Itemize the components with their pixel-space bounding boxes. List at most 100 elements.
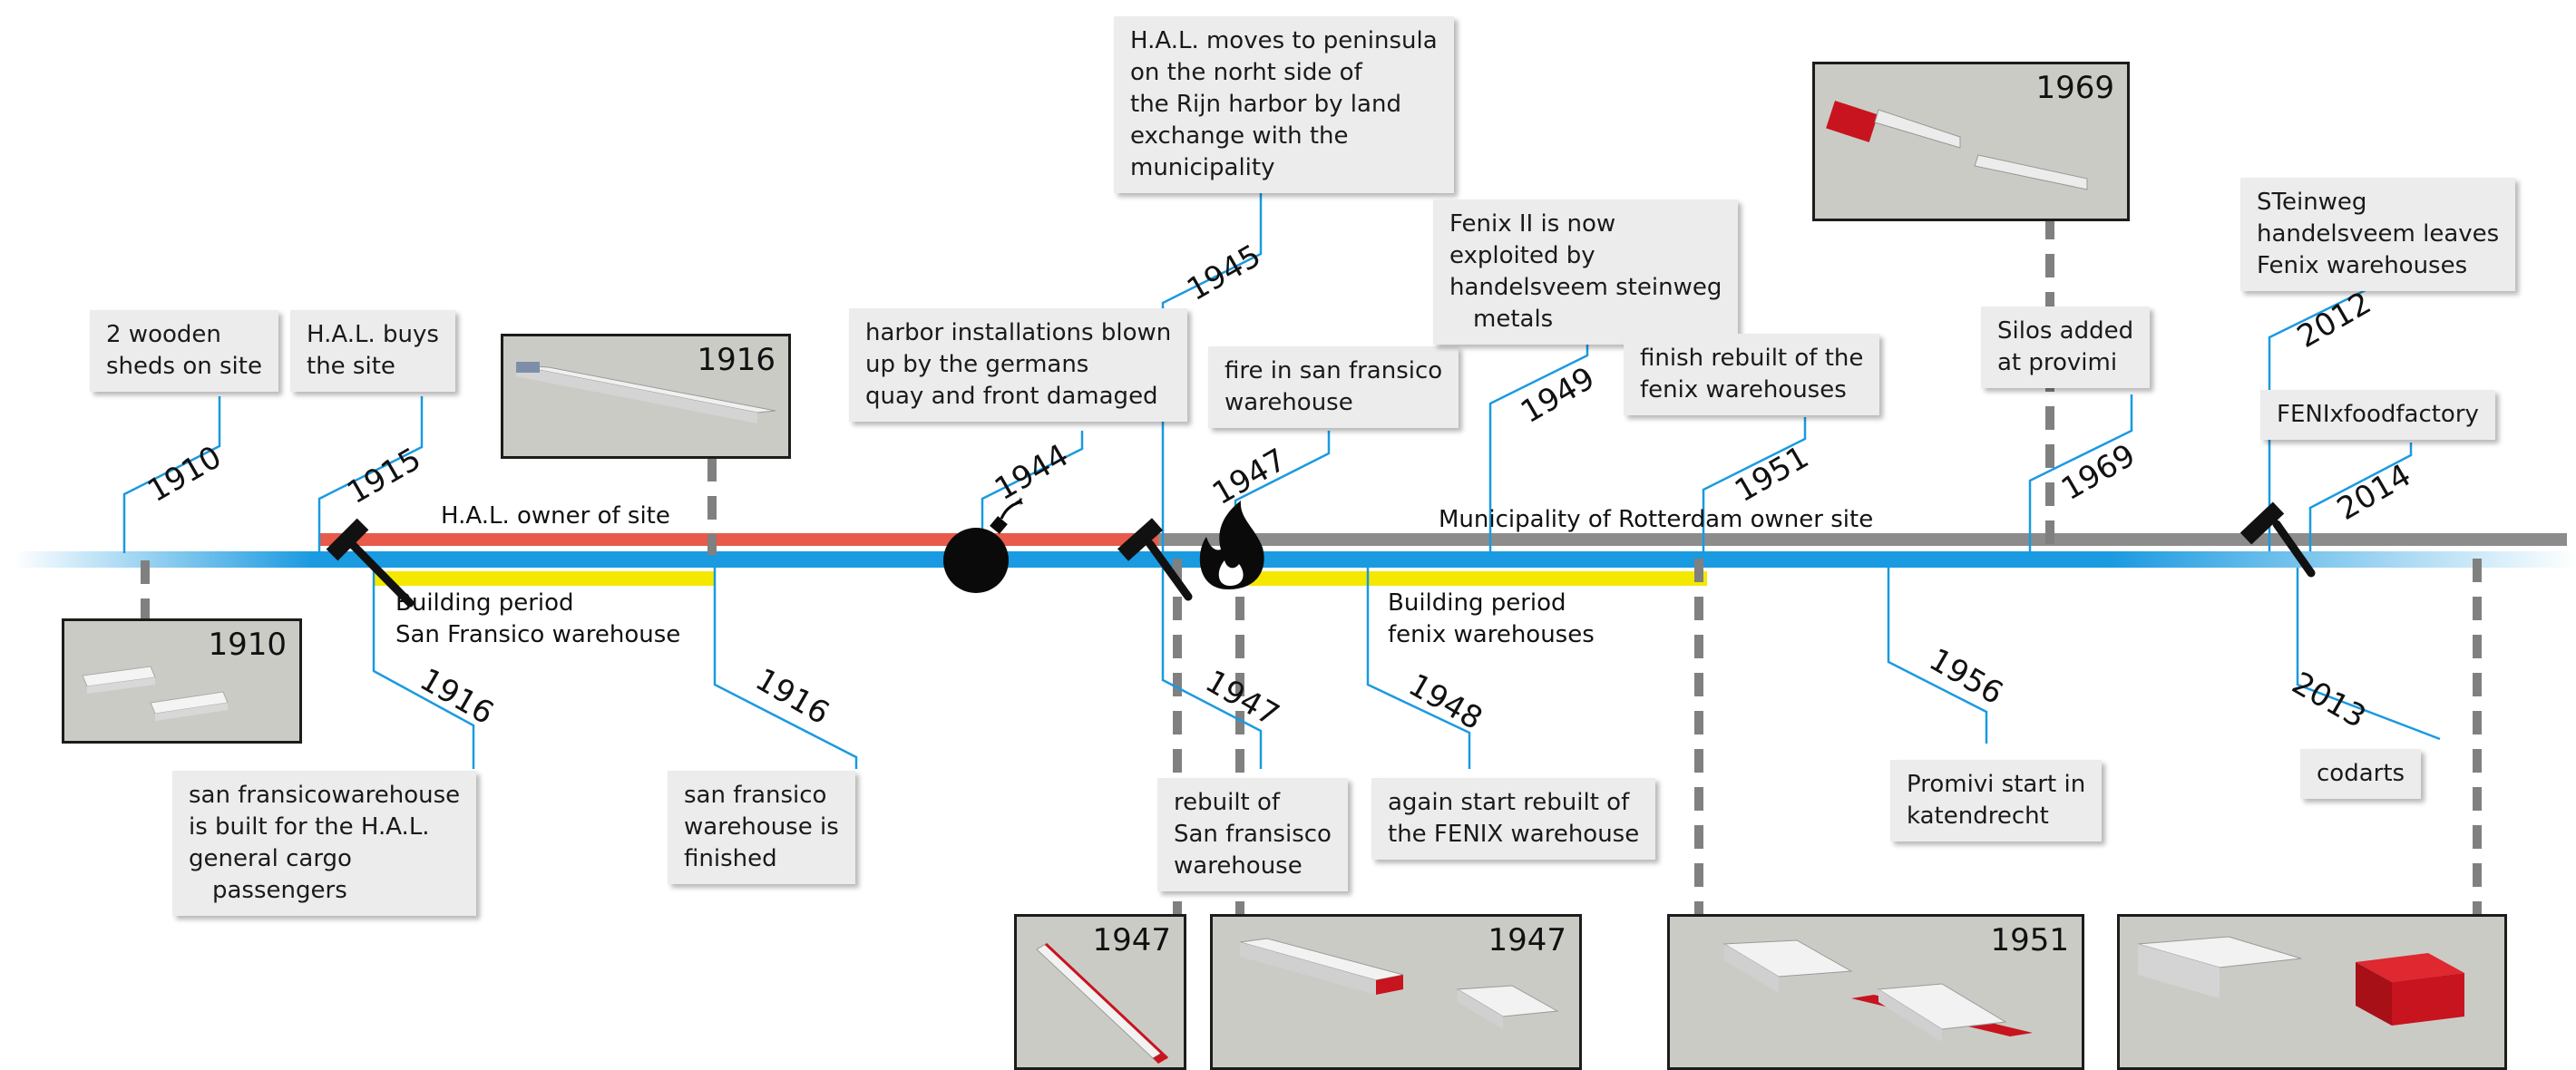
period-label-building-sf: Building period San Fransico warehouse: [395, 588, 680, 651]
timeline-axis-fade-right: [2109, 551, 2576, 568]
event-box-1945: H.A.L. moves to peninsula on the norht si…: [1114, 16, 1454, 193]
building-model-image: [515, 362, 776, 423]
building-model-image: [1239, 938, 1559, 1029]
bomb-icon: [990, 516, 1008, 534]
event-text: handelsveem steinweg: [1449, 274, 1722, 301]
leader-line: [981, 431, 1084, 551]
thumbnail-year: 1951: [1990, 922, 2069, 958]
building-thumbnail-1947-fenix: 1947: [1210, 914, 1582, 1070]
event-box-1944: harbor installations blown up by the germ…: [849, 308, 1188, 422]
event-text: H.A.L. moves to peninsula: [1130, 27, 1438, 54]
event-text: at provimi: [1997, 349, 2118, 376]
thumbnail-year: 1947: [1488, 922, 1566, 958]
leader-line: [1702, 417, 1807, 551]
event-box-1969: Silos added at provimi: [1981, 306, 2151, 388]
leader-line: [713, 568, 858, 769]
leader-line: [1887, 568, 1988, 744]
building-model-image: [2137, 936, 2464, 1026]
building-model-image: [1826, 101, 2088, 190]
building-thumbnail-1969: 1969: [1812, 62, 2130, 221]
event-text: quay and front damaged: [865, 383, 1158, 410]
ownership-bar-municipality: [1158, 533, 2567, 546]
period-label-line: Building period: [395, 589, 574, 617]
leader-line: [1366, 568, 1471, 769]
bomb-icon: [943, 528, 1009, 593]
building-model-image: [82, 666, 229, 721]
building-period-bar-sf: [374, 571, 714, 586]
event-text: 2 wooden: [106, 321, 221, 348]
thumbnail-year: 1947: [1092, 922, 1171, 958]
leader-line: [372, 568, 475, 769]
event-text: finish rebuilt of the: [1640, 345, 1864, 372]
period-label-municipality-owner: Municipality of Rotterdam owner site: [1439, 506, 1874, 533]
event-text: exchange with the: [1130, 122, 1349, 150]
event-text: is built for the H.A.L.: [189, 813, 430, 841]
building-thumbnail-2014: [2117, 914, 2507, 1070]
event-box-2014: FENIxfoodfactory: [2260, 390, 2495, 440]
event-text: municipality: [1130, 154, 1275, 181]
fire-icon: [1199, 501, 1264, 589]
event-text: Promivi start in: [1907, 771, 2086, 798]
event-text: Fenix II is now: [1449, 210, 1616, 238]
event-text: Fenix warehouses: [2257, 252, 2468, 279]
fire-icon: [1218, 560, 1244, 586]
event-text: STeinweg: [2257, 189, 2367, 216]
event-box-1947-fire: fire in san fransico warehouse: [1208, 346, 1459, 428]
event-text: general cargo: [189, 845, 352, 872]
building-period-bar-fenix: [1234, 571, 1707, 586]
event-box-1951: finish rebuilt of the fenix warehouses: [1624, 334, 1880, 415]
event-text: metals: [1473, 306, 1554, 333]
hammer-icon: [326, 518, 369, 561]
building-thumbnail-1916: 1916: [501, 334, 791, 459]
event-text: warehouse: [1174, 852, 1303, 880]
hammer-icon: [2272, 520, 2316, 578]
event-text: sheds on site: [106, 353, 262, 380]
leader-line: [1161, 568, 1263, 769]
period-label-building-fenix: Building period fenix warehouses: [1388, 588, 1595, 651]
leader-line: [122, 396, 221, 553]
event-text: passengers: [212, 877, 347, 904]
ownership-bar-hal: [319, 533, 1158, 546]
event-text: FENIxfoodfactory: [2277, 401, 2479, 428]
event-text: warehouse: [1225, 389, 1353, 416]
event-text: the site: [307, 353, 395, 380]
event-box-1947-rebuilt: rebuilt of San fransisco warehouse: [1157, 778, 1348, 891]
leader-line: [2296, 568, 2441, 741]
period-label-line: fenix warehouses: [1388, 621, 1595, 648]
hammer-icon: [2239, 501, 2285, 545]
event-text: katendrecht: [1907, 802, 2049, 830]
hammer-icon: [347, 540, 415, 608]
event-box-2013: codarts: [2300, 749, 2422, 799]
period-label-hal-owner: H.A.L. owner of site: [441, 502, 670, 530]
building-model-image: [1722, 939, 2033, 1042]
event-text: San fransisco: [1174, 821, 1332, 848]
event-text: up by the germans: [865, 351, 1089, 378]
event-text: the Rijn harbor by land: [1130, 91, 1401, 118]
event-text: Silos added: [1997, 317, 2134, 345]
event-text: on the norht side of: [1130, 59, 1362, 86]
leader-line: [2028, 394, 2133, 551]
thumbnail-year: 1969: [2035, 70, 2114, 106]
event-text: warehouse is: [684, 813, 839, 841]
event-text: finished: [684, 845, 777, 872]
event-text: fire in san fransico: [1225, 357, 1443, 384]
building-thumbnail-1947-sf: 1947: [1014, 914, 1186, 1070]
event-text: harbor installations blown: [865, 319, 1172, 346]
bomb-icon: [1015, 497, 1023, 506]
leader-line: [1161, 181, 1263, 555]
period-label-line: San Fransico warehouse: [395, 621, 681, 648]
thumbnail-year: 1910: [208, 627, 287, 663]
leader-line: [317, 396, 424, 551]
bomb-icon: [1000, 501, 1020, 520]
event-text: codarts: [2317, 760, 2405, 787]
timeline-axis-fade-left: [14, 551, 313, 568]
event-text: rebuilt of: [1174, 789, 1281, 816]
event-text: fenix warehouses: [1640, 376, 1847, 404]
